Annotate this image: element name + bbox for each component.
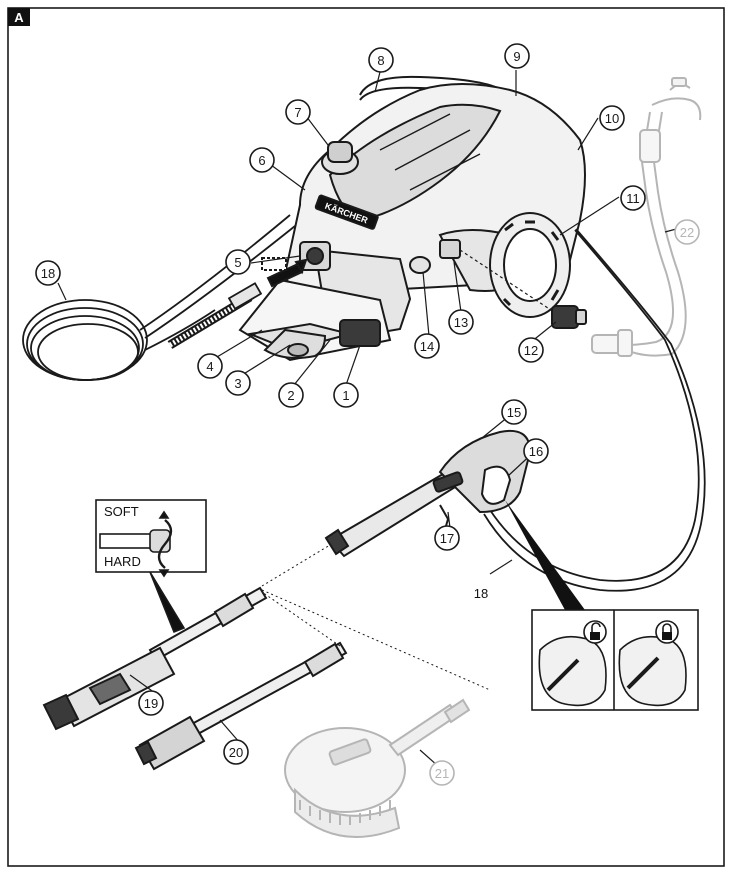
callout-circle bbox=[35, 260, 61, 286]
callout-number: 16 bbox=[529, 444, 543, 459]
rotary-nozzle-lance bbox=[134, 589, 491, 771]
wash-brush bbox=[284, 698, 471, 838]
callout-11: 11 bbox=[620, 185, 646, 211]
callout-circle bbox=[138, 690, 164, 716]
callout-circle bbox=[599, 105, 625, 131]
callout-number: 15 bbox=[507, 405, 521, 420]
callout-number: 14 bbox=[420, 339, 434, 354]
high-pressure-hose-coil bbox=[22, 214, 296, 381]
callout-number: 17 bbox=[440, 531, 454, 546]
callout-circle bbox=[197, 353, 223, 379]
callout-7: 7 bbox=[285, 99, 311, 125]
callout-10: 10 bbox=[599, 105, 625, 131]
callout-number: 13 bbox=[454, 315, 468, 330]
callout-circle bbox=[414, 333, 440, 359]
callout-circle bbox=[448, 309, 474, 335]
callout-circle bbox=[285, 99, 311, 125]
callout-circle bbox=[249, 147, 275, 173]
callout-number: 8 bbox=[377, 53, 384, 68]
callout-number: 4 bbox=[206, 359, 213, 374]
callout-circle bbox=[523, 438, 549, 464]
callout-circle bbox=[223, 739, 249, 765]
callout-circle bbox=[368, 47, 394, 73]
callout-circle bbox=[620, 185, 646, 211]
figure-frame bbox=[7, 7, 725, 867]
callout-number: 12 bbox=[524, 343, 538, 358]
callout-circle bbox=[518, 337, 544, 363]
figure-label: A bbox=[14, 10, 24, 25]
hard-label: HARD bbox=[104, 554, 141, 569]
callout-13: 13 bbox=[448, 309, 474, 335]
callout-19: 19 bbox=[138, 690, 164, 716]
callout-circle bbox=[674, 219, 700, 245]
callout-circle bbox=[333, 382, 359, 408]
callout-number: 10 bbox=[605, 111, 619, 126]
callout-4: 4 bbox=[197, 353, 223, 379]
callout-16: 16 bbox=[523, 438, 549, 464]
callout-circle bbox=[278, 382, 304, 408]
callout-number: 6 bbox=[258, 153, 265, 168]
callout-2: 2 bbox=[278, 382, 304, 408]
soft-label: SOFT bbox=[104, 504, 139, 519]
trigger-lock-inset bbox=[531, 609, 699, 711]
callout-15: 15 bbox=[501, 399, 527, 425]
callout-circle bbox=[501, 399, 527, 425]
callout-number: 3 bbox=[234, 376, 241, 391]
callout-6: 6 bbox=[249, 147, 275, 173]
callout-14: 14 bbox=[414, 333, 440, 359]
callout-17: 17 bbox=[434, 525, 460, 551]
callout-9: 9 bbox=[504, 43, 530, 69]
inset-pointer bbox=[505, 500, 585, 610]
callout-number: 7 bbox=[294, 105, 301, 120]
callout-number: 21 bbox=[435, 766, 449, 781]
callout-number: 18 bbox=[41, 266, 55, 281]
callout-3: 3 bbox=[225, 370, 251, 396]
callout-number: 9 bbox=[513, 49, 520, 64]
callout-number: 20 bbox=[229, 745, 243, 760]
callout-number: 22 bbox=[680, 225, 694, 240]
callout-20: 20 bbox=[223, 739, 249, 765]
callout-circle bbox=[429, 760, 455, 786]
callout-number: 2 bbox=[287, 388, 294, 403]
callout-8: 8 bbox=[368, 47, 394, 73]
callout-number: 5 bbox=[234, 255, 241, 270]
callout-circle bbox=[225, 370, 251, 396]
spray-lance bbox=[42, 544, 331, 731]
callout-number: 11 bbox=[626, 191, 640, 206]
callout-circle bbox=[504, 43, 530, 69]
callout-5: 5 bbox=[225, 249, 251, 275]
spray-gun bbox=[324, 430, 532, 558]
hose-label-18: 18 bbox=[474, 586, 488, 601]
callout-circle bbox=[225, 249, 251, 275]
water-inlet bbox=[409, 239, 587, 329]
garden-hose bbox=[591, 77, 702, 357]
callout-number: 1 bbox=[342, 388, 349, 403]
callout-circle bbox=[434, 525, 460, 551]
accessory-tray bbox=[238, 278, 392, 362]
callout-18: 18 bbox=[35, 260, 61, 286]
callout-21: 21 bbox=[429, 760, 455, 786]
callout-1: 1 bbox=[333, 382, 359, 408]
callout-22: 22 bbox=[674, 219, 700, 245]
figure-label-box bbox=[8, 8, 30, 26]
pressure-adjust-inset: SOFT HARD bbox=[95, 499, 207, 634]
callout-12: 12 bbox=[518, 337, 544, 363]
callout-number: 19 bbox=[144, 696, 158, 711]
